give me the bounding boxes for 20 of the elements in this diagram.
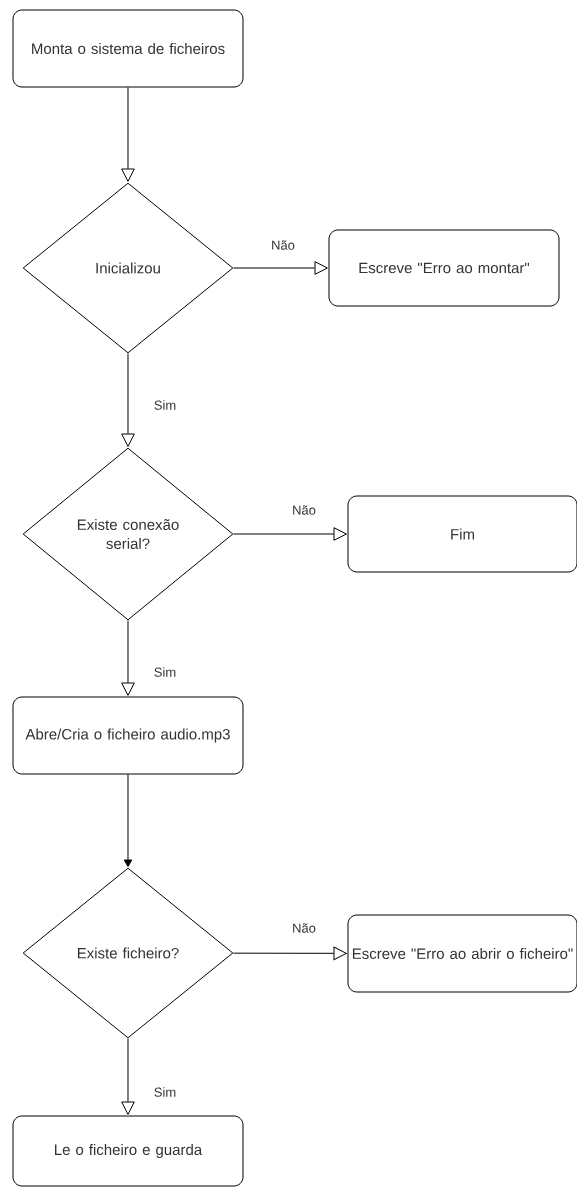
process-box: Escreve "Erro ao montar" [328,229,560,307]
process-box: Fim [347,495,577,573]
arrow [123,774,133,867]
process-box: Le o ficheiro e guarda [12,1115,244,1187]
edge-label: Não [270,239,296,251]
arrow [233,261,328,275]
process-box: Abre/Cria o ficheiro audio.mp3 [12,696,244,775]
arrow [233,527,347,541]
process-box: Escreve "Erro ao abrir o ficheiro" [347,914,577,993]
process-box: Monta o sistema de ficheiros [12,9,244,88]
edge-label: Sim [152,666,178,678]
arrow [121,87,135,182]
arrow [121,353,135,447]
arrow [121,620,135,696]
edge-label: Não [291,504,317,516]
edge-label: Não [291,922,317,934]
edge-label: Sim [152,399,178,411]
edge-label: Sim [152,1086,178,1098]
arrow [232,946,347,961]
arrow [121,1038,135,1115]
